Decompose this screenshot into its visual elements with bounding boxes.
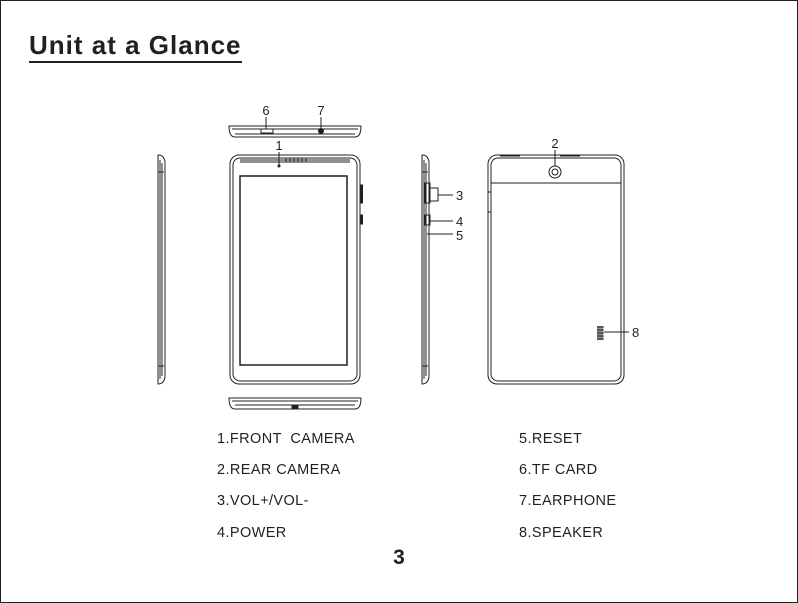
legend-item-power: 4.POWER: [217, 525, 287, 541]
device-bottom-view: [228, 397, 362, 410]
legend-item-rear-camera: 2.REAR CAMERA: [217, 462, 341, 478]
front-camera: [277, 164, 281, 168]
power-button-side: [424, 214, 431, 226]
legend-item-tf-card: 6.TF CARD: [519, 462, 598, 478]
callout-2: 2: [551, 136, 558, 151]
legend-item-speaker: 8.SPEAKER: [519, 525, 604, 541]
callout-1: 1: [275, 138, 282, 153]
legend-item-front-camera: 1.FRONT CAMERA: [217, 431, 355, 447]
callout-8: 8: [632, 325, 639, 340]
device-back-view: [487, 150, 629, 385]
legend-item-volume: 3.VOL+/VOL-: [217, 493, 309, 509]
legend-item-reset: 5.RESET: [519, 431, 583, 447]
rear-speaker-grille: [597, 326, 604, 340]
device-left-side-view: [157, 154, 166, 385]
earphone-jack: [318, 128, 324, 134]
page-title: Unit at a Glance: [29, 30, 242, 63]
volume-buttons-front: [359, 184, 363, 204]
volume-buttons-side: [424, 182, 431, 204]
callout-3: 3: [456, 188, 463, 203]
callout-4: 4: [456, 214, 463, 229]
callout-6: 6: [262, 103, 269, 118]
rear-camera: [548, 165, 562, 179]
power-button-front: [359, 214, 363, 225]
device-right-side-view: [421, 154, 453, 385]
page-number: 3: [393, 546, 405, 569]
front-speaker-grille: [285, 157, 307, 163]
tf-card-slot: [260, 128, 274, 134]
callout-7: 7: [317, 103, 324, 118]
screen: [239, 175, 348, 366]
device-top-view: [228, 117, 362, 138]
legend-item-earphone: 7.EARPHONE: [519, 493, 617, 509]
callout-5: 5: [456, 228, 463, 243]
device-front-view: [229, 152, 363, 385]
